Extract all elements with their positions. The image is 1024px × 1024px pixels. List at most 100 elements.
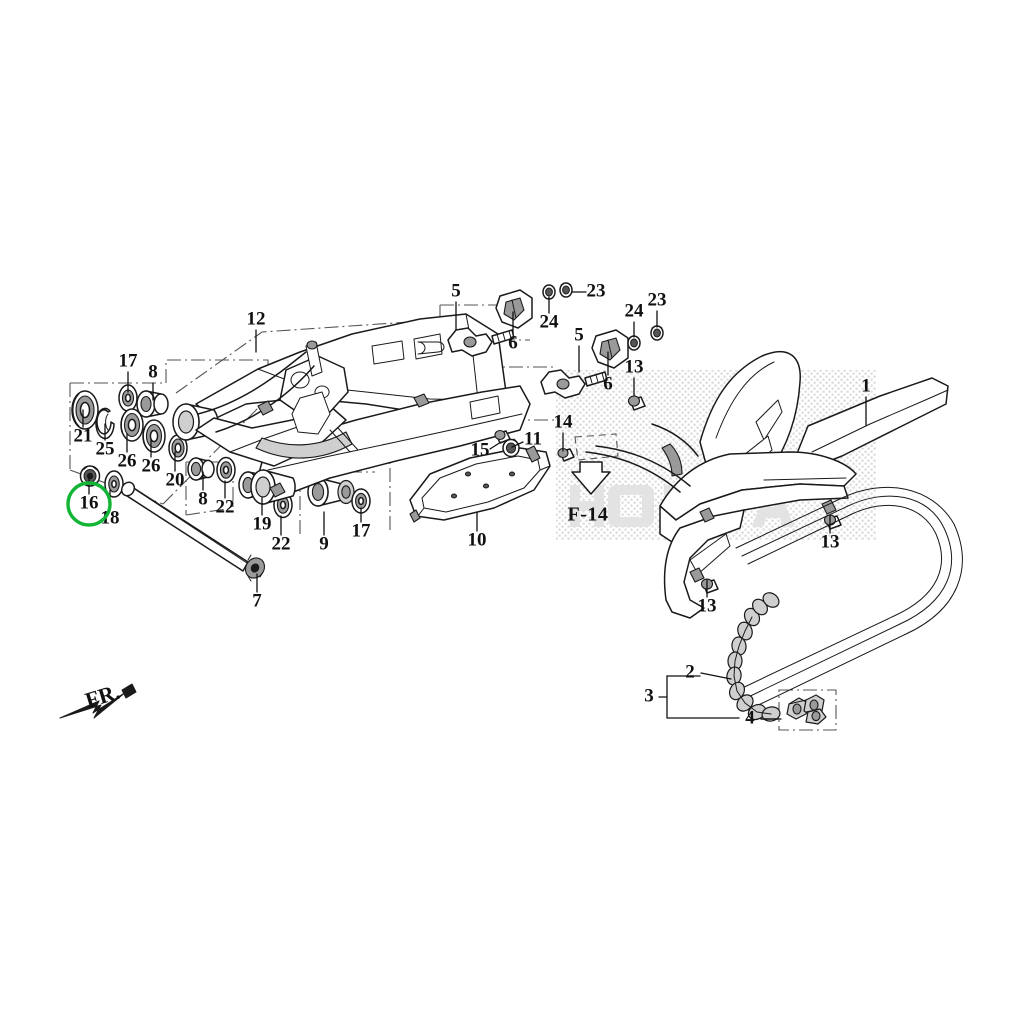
callout-leader-15 (489, 441, 502, 450)
part-17-upper-washer (118, 384, 138, 412)
part-26-bearing-b (142, 419, 166, 453)
callout-6: 6 (603, 351, 613, 394)
callout-number-5: 5 (451, 280, 461, 301)
callout-24: 24 (540, 296, 560, 332)
callout-number-3: 3 (644, 685, 654, 706)
callout-number-6: 6 (603, 373, 613, 394)
part-4-master-link (786, 694, 827, 725)
part-8-lower-collar (187, 457, 215, 481)
callout-11: 11 (511, 428, 542, 449)
part-5-adjuster-bolt-lower (540, 369, 608, 399)
callout-26: 26 (142, 439, 161, 476)
callout-8: 8 (148, 361, 158, 401)
callout-19: 19 (253, 497, 272, 534)
part-7-pivot-bolt (120, 481, 266, 582)
callout-23: 23 (648, 289, 667, 328)
part-16-nut (79, 465, 101, 487)
part-2-drive-chain (726, 486, 963, 722)
part-21-oil-seal (71, 390, 99, 430)
callout-6: 6 (508, 311, 518, 353)
part-10-chain-slider (409, 445, 551, 523)
callout-number-11: 11 (524, 428, 542, 449)
callout-number-15: 15 (471, 439, 490, 460)
part-1-chain-case-guard (585, 350, 949, 619)
callout-17: 17 (352, 507, 372, 541)
part-13-bolt-c (700, 578, 719, 594)
callout-number-2: 2 (685, 661, 695, 682)
callout-12: 12 (247, 308, 266, 353)
callout-7: 7 (252, 573, 262, 611)
callout-number-23: 23 (587, 280, 606, 301)
fr-label: FR. (82, 679, 123, 713)
callout-number-18: 18 (101, 507, 120, 528)
callout-21: 21 (74, 409, 93, 446)
callout-number-22: 22 (216, 496, 235, 517)
callout-16: 16 (80, 477, 99, 513)
part-24-washer-upper (542, 284, 556, 300)
part-8-upper-collar (136, 390, 169, 418)
callout-10: 10 (468, 512, 487, 550)
part-6-adjuster-plate-lower (591, 329, 629, 369)
callout-15: 15 (471, 439, 502, 460)
callout-number-13: 13 (625, 356, 644, 377)
callout-number-8: 8 (148, 361, 158, 382)
part-9-collar-tube (307, 477, 355, 507)
callout-5: 5 (574, 324, 584, 373)
callout-25: 25 (96, 423, 115, 459)
chain-links (726, 592, 781, 722)
callout-number-9: 9 (319, 533, 329, 554)
callout-number-8: 8 (198, 488, 208, 509)
chain-adjuster-group-lower (540, 325, 664, 399)
callout-4: 4 (745, 707, 782, 728)
part-5-adjuster-bolt-upper (447, 327, 515, 357)
callout-24: 24 (625, 300, 645, 338)
part-22-seal-a (216, 456, 236, 484)
callout-5: 5 (451, 280, 461, 331)
callout-number-6: 6 (508, 332, 518, 353)
callout-13: 13 (821, 515, 840, 552)
callout-number-24: 24 (540, 311, 560, 332)
callout-number-12: 12 (247, 308, 266, 329)
callout-3: 3 (644, 685, 654, 706)
chain-adjuster-group-upper (447, 282, 573, 357)
callout-leader-2 (700, 672, 732, 680)
callout-number-17: 17 (119, 350, 139, 371)
callout-number-25: 25 (96, 438, 115, 459)
callout-17: 17 (119, 350, 139, 393)
callout-number-16: 16 (80, 492, 99, 513)
callout-number-17: 17 (352, 520, 372, 541)
part-25-circlip (95, 407, 115, 440)
callout-number-22: 22 (272, 533, 291, 554)
callout-number-14: 14 (554, 411, 574, 432)
part-13-bolt-a (627, 395, 646, 411)
f14-label: F-14 (568, 504, 609, 526)
callout-number-19: 19 (253, 513, 272, 534)
part-23-nut-lower (650, 325, 664, 341)
part-17-lower-washer (351, 488, 371, 514)
callout-number-23: 23 (648, 289, 667, 310)
callout-number-1: 1 (861, 375, 871, 396)
callout-number-24: 24 (625, 300, 645, 321)
callout-number-26: 26 (142, 455, 161, 476)
callout-13: 13 (698, 579, 717, 616)
callout-leader-11 (511, 441, 524, 448)
callout-20: 20 (166, 451, 185, 490)
part-24-washer-lower (627, 335, 641, 351)
callout-number-26: 26 (118, 450, 137, 471)
callout-23: 23 (571, 280, 606, 301)
front-direction-arrow (59, 683, 137, 719)
callout-2: 2 (685, 661, 732, 682)
callout-number-5: 5 (574, 324, 584, 345)
highlight-circle-part-16 (66, 481, 112, 527)
callout-number-13: 13 (821, 531, 840, 552)
callout-number-21: 21 (74, 425, 93, 446)
callout-number-10: 10 (468, 529, 487, 550)
callout-8: 8 (198, 471, 208, 509)
callout-14: 14 (554, 411, 574, 452)
callout-number-20: 20 (166, 469, 185, 490)
part-15-bolt (494, 429, 511, 444)
part-26-bearing-a (120, 408, 144, 442)
part-23-nut-upper (559, 282, 573, 298)
